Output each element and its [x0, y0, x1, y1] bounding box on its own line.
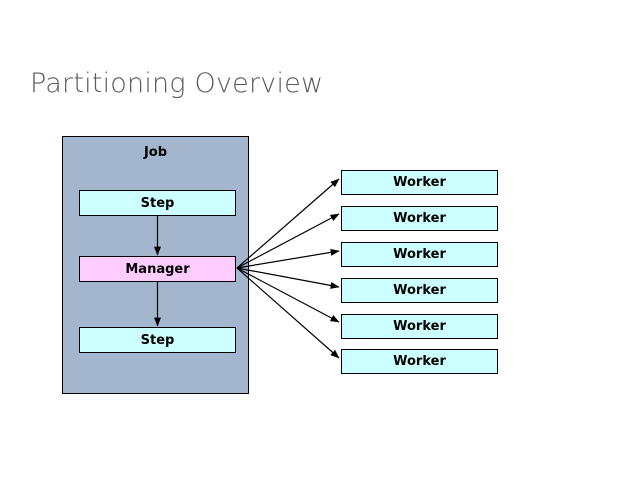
worker-node[interactable]: Worker — [341, 278, 498, 303]
worker-node[interactable]: Worker — [341, 170, 498, 195]
step-node-bottom[interactable]: Step — [79, 327, 236, 353]
edge-manager-to-worker-5 — [236, 267, 340, 359]
worker-node[interactable]: Worker — [341, 206, 498, 231]
worker-node[interactable]: Worker — [341, 314, 498, 339]
worker-node[interactable]: Worker — [341, 349, 498, 374]
edge-manager-to-worker-2 — [236, 248, 340, 269]
manager-node[interactable]: Manager — [79, 256, 236, 282]
edge-manager-to-worker-0 — [236, 178, 340, 269]
edge-manager-to-worker-4 — [236, 267, 340, 323]
edge-manager-to-worker-1 — [236, 213, 340, 269]
job-label: Job — [143, 145, 168, 160]
page-title: Partitioning Overview — [30, 68, 324, 99]
edge-manager-to-worker-3 — [236, 267, 340, 289]
step-node-top[interactable]: Step — [79, 190, 236, 216]
worker-node[interactable]: Worker — [341, 242, 498, 267]
